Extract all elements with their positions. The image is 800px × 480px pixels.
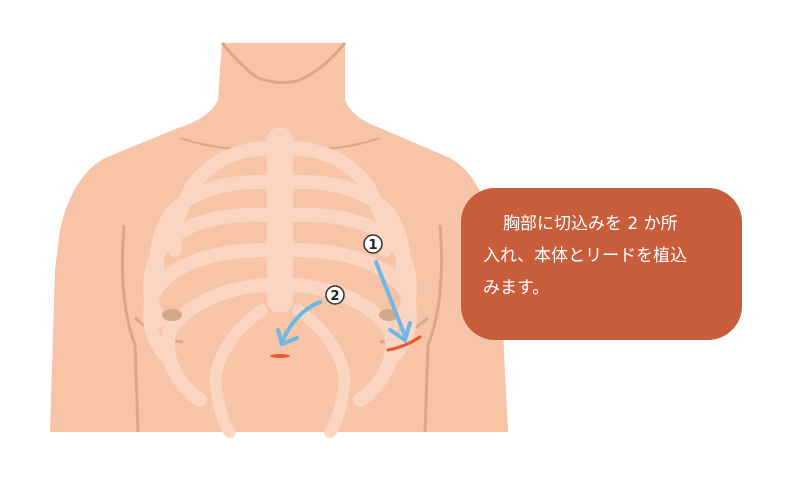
marker-1: 1 xyxy=(363,234,383,254)
callout-line-1: 胸部に切込みを 2 か所 xyxy=(503,214,678,234)
incision-chest xyxy=(386,335,422,352)
marker-2: 2 xyxy=(325,285,345,305)
arrow-1 xyxy=(374,260,412,344)
incision-sternum xyxy=(270,354,290,358)
arrow-2 xyxy=(276,300,322,347)
svg-text:1: 1 xyxy=(368,238,377,253)
callout-line-3: みます。 xyxy=(483,278,550,298)
callout-line-2: 入れ、本体とリードを植込 xyxy=(483,246,688,266)
callout-box: 胸部に切込みを 2 か所 入れ、本体とリードを植込 みます。 xyxy=(461,188,742,340)
nipple-right xyxy=(162,309,182,321)
svg-text:2: 2 xyxy=(330,289,339,304)
